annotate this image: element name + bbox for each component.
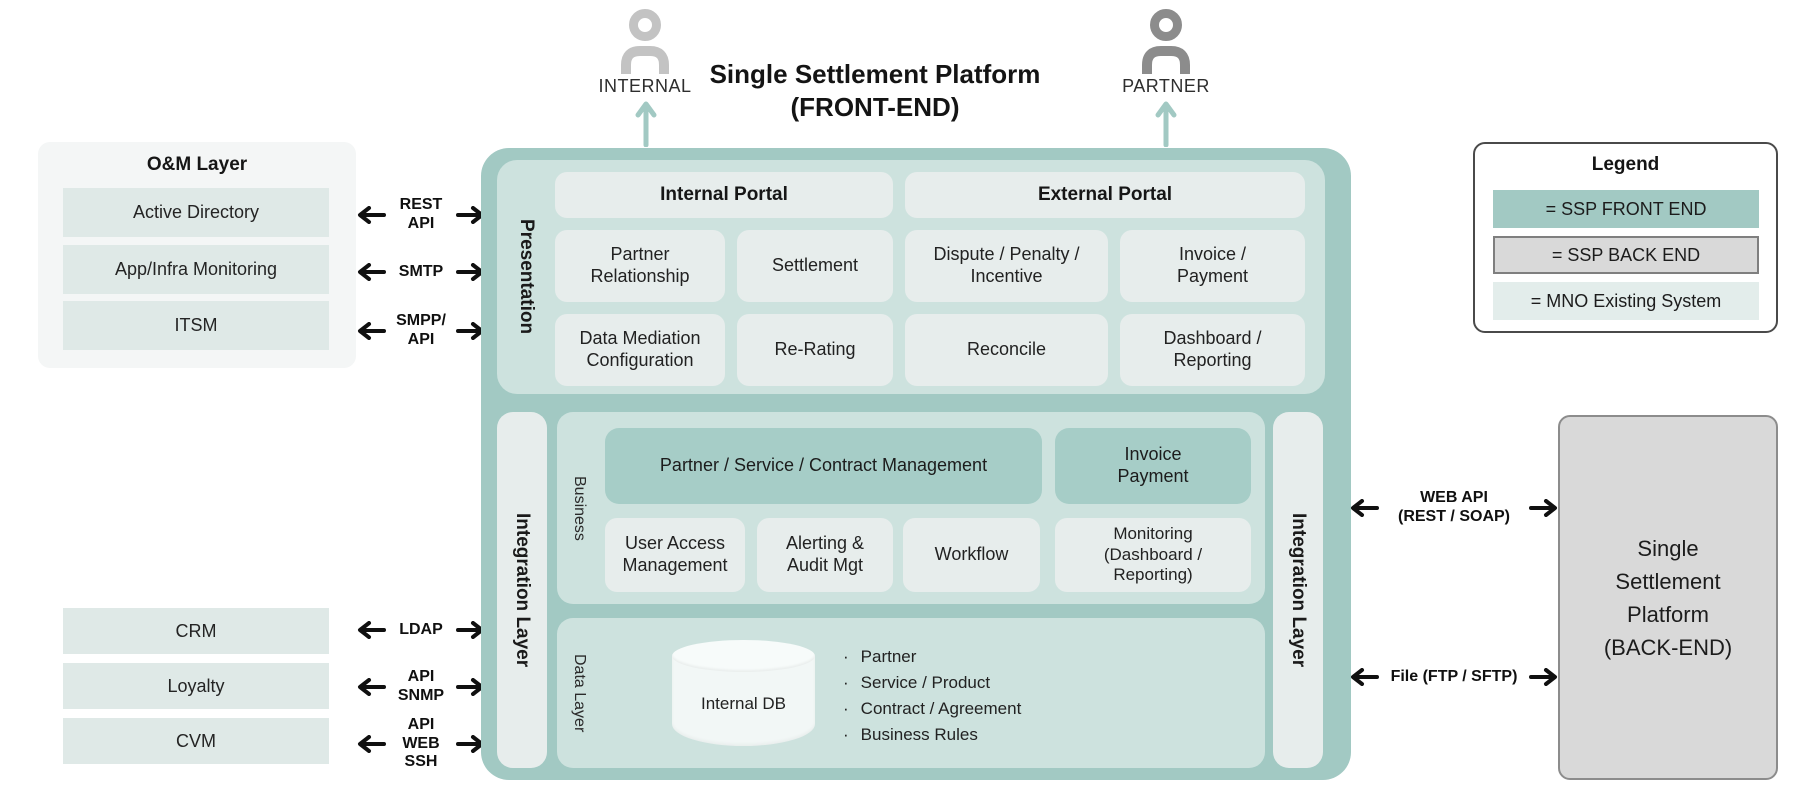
integration-layer-right-bar: Integration Layer: [1273, 412, 1323, 768]
left-arrow-icon: [358, 263, 386, 281]
business-layer-label: Business: [571, 475, 588, 541]
right-arrow-icon: [1529, 668, 1557, 686]
connector-file-label: File (FTP / SFTP): [1390, 667, 1518, 685]
left-arrow-icon: [358, 206, 386, 224]
internal-label: INTERNAL: [598, 76, 692, 96]
data-entity-partner: Partner: [843, 644, 1021, 670]
cell-user-access-management: User Access Management: [605, 518, 745, 592]
cell-alerting-audit-mgt: Alerting & Audit Mgt: [757, 518, 893, 592]
internal-db-label: Internal DB: [700, 694, 787, 713]
om-layer-panel: O&M Layer Active Directory App/Infra Mon…: [38, 142, 356, 368]
legend-title: Legend: [1591, 154, 1660, 175]
connector-api-web-ssh-label: API WEB SSH: [402, 715, 440, 771]
cell-invoice-payment-business: Invoice Payment: [1055, 428, 1251, 504]
connector-web-api: WEB API (REST / SOAP): [1348, 482, 1560, 534]
external-portal-header: External Portal: [905, 172, 1305, 218]
page-title-line2: (FRONT-END): [790, 92, 960, 122]
cell-reconcile: Reconcile: [905, 314, 1108, 386]
om-item-active-directory: Active Directory: [63, 188, 329, 237]
om-layer-title: O&M Layer: [146, 154, 248, 175]
connector-ldap-label: LDAP: [399, 620, 443, 638]
internal-db-cylinder: Internal DB: [672, 640, 815, 746]
connector-api-web-ssh: API WEB SSH: [356, 712, 486, 776]
right-arrow-icon: [1529, 499, 1557, 517]
internal-db-top: [672, 640, 815, 672]
connector-rest-api: REST API: [356, 193, 486, 237]
cell-data-mediation-configuration: Data Mediation Configuration: [555, 314, 725, 386]
presentation-layer-label: Presentation: [516, 219, 537, 335]
legend-panel: Legend = SSP FRONT END = SSP BACK END = …: [1473, 142, 1778, 333]
cell-settlement: Settlement: [737, 230, 893, 302]
ssp-backend-title: Single Settlement Platform (BACK-END): [1603, 535, 1733, 660]
data-entity-service-product: Service / Product: [843, 670, 1021, 696]
connector-ldap: LDAP: [356, 608, 486, 652]
mno-item-crm: CRM: [63, 608, 329, 654]
mno-item-loyalty: Loyalty: [63, 663, 329, 709]
cell-dashboard-reporting: Dashboard / Reporting: [1120, 314, 1305, 386]
om-item-itsm: ITSM: [63, 301, 329, 350]
up-arrow-internal-icon: [634, 99, 658, 147]
ssp-backend-box: Single Settlement Platform (BACK-END): [1558, 415, 1778, 780]
partner-user-icon: [1136, 8, 1196, 74]
connector-rest-api-label: REST API: [399, 196, 443, 232]
page-title-line1: Single Settlement Platform: [709, 59, 1041, 89]
connector-smtp: SMTP: [356, 250, 486, 294]
data-entity-business-rules: Business Rules: [843, 722, 1021, 748]
cell-dispute-penalty-incentive: Dispute / Penalty / Incentive: [905, 230, 1108, 302]
left-arrow-icon: [358, 678, 386, 696]
legend-item-ssp-front-end: = SSP FRONT END: [1493, 190, 1759, 228]
partner-label: PARTNER: [1122, 76, 1210, 96]
mno-item-cvm: CVM: [63, 718, 329, 764]
connector-smtp-label: SMTP: [398, 262, 444, 280]
left-arrow-icon: [358, 621, 386, 639]
up-arrow-partner-icon: [1154, 99, 1178, 147]
connector-api-snmp: API SNMP: [356, 664, 486, 710]
page-title: Single Settlement Platform (FRONT-END): [690, 58, 1060, 124]
connector-web-api-label: WEB API (REST / SOAP): [1397, 489, 1510, 525]
data-layer-label: Data Layer: [571, 653, 588, 733]
cell-partner-service-contract-management: Partner / Service / Contract Management: [605, 428, 1042, 504]
legend-item-mno-existing-system: = MNO Existing System: [1493, 282, 1759, 320]
left-arrow-icon: [358, 322, 386, 340]
left-arrow-icon: [358, 735, 386, 753]
connector-smpp-api: SMPP/ API: [356, 309, 486, 353]
integration-layer-left-bar: Integration Layer: [497, 412, 547, 768]
cell-re-rating: Re-Rating: [737, 314, 893, 386]
om-item-app-infra-monitoring: App/Infra Monitoring: [63, 245, 329, 294]
cell-partner-relationship: Partner Relationship: [555, 230, 725, 302]
connector-api-snmp-label: API SNMP: [397, 668, 445, 704]
cell-workflow: Workflow: [903, 518, 1040, 592]
left-arrow-icon: [1351, 668, 1379, 686]
data-entity-list: Partner Service / Product Contract / Agr…: [843, 644, 1022, 748]
connector-file-ftp-sftp: File (FTP / SFTP): [1348, 655, 1560, 699]
internal-user-icon: [615, 8, 675, 74]
legend-item-ssp-back-end: = SSP BACK END: [1493, 236, 1759, 274]
data-entity-contract-agreement: Contract / Agreement: [843, 696, 1022, 722]
left-arrow-icon: [1351, 499, 1379, 517]
cell-invoice-payment: Invoice / Payment: [1120, 230, 1305, 302]
connector-smpp-api-label: SMPP/ API: [396, 312, 446, 348]
internal-portal-header: Internal Portal: [555, 172, 893, 218]
cell-monitoring-dashboard-reporting: Monitoring (Dashboard / Reporting): [1055, 518, 1251, 592]
